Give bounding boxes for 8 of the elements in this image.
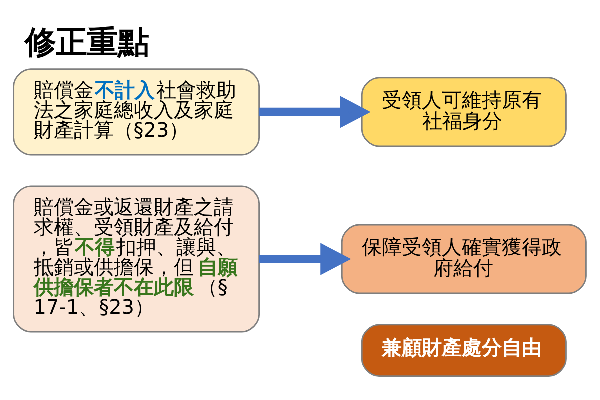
- node-box: 兼顧財產處分自由: [361, 324, 567, 377]
- node-box: 賠償金不計入社會救助法之家庭總收入及家庭財產計算（§23）: [13, 68, 260, 156]
- arrow: [259, 96, 371, 128]
- diagram-title: 修正重點: [25, 25, 150, 62]
- node-box: 受領人可維持原有社福身分: [361, 77, 567, 148]
- node-box: 賠償金或返還財產之請求權、受領財產及給付，皆不得扣押、讓與、抵銷或供擔保，但自願供擔保者不在此限（§17-1、§23）: [13, 186, 260, 333]
- arrow: [259, 243, 352, 276]
- node-box: 保障受領人確實獲得政府給付: [341, 224, 587, 294]
